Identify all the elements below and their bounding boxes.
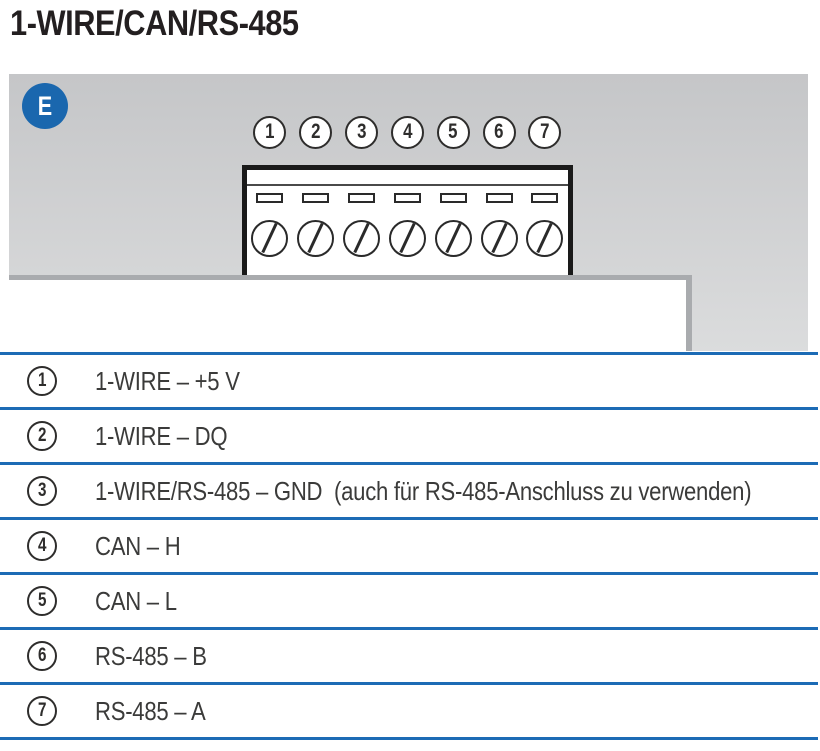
pin-number-badge: 4	[390, 115, 424, 149]
pin-number-badge: 2	[299, 115, 333, 149]
page-title: 1-WIRE/CAN/RS-485	[10, 4, 299, 43]
pin-number-badge: 7	[528, 115, 562, 149]
legend-row: 1 1-WIRE – +5 V	[0, 352, 818, 407]
screw-terminal-icon	[388, 219, 426, 257]
screw-terminal-icon	[526, 219, 564, 257]
pin-label: CAN – H	[95, 530, 181, 561]
terminal-block	[242, 165, 573, 275]
pin-number-badge: 3	[27, 476, 57, 506]
pin-label: 1-WIRE – DQ	[95, 420, 228, 451]
section-badge-label: E	[37, 90, 53, 121]
terminal-slot-icon	[531, 193, 559, 203]
legend-row: 6 RS-485 – B	[0, 627, 818, 682]
pin-number-badge: 3	[345, 115, 379, 149]
pin-label: RS-485 – A	[95, 695, 206, 726]
terminal-slot-icon	[393, 193, 421, 203]
legend-row: 2 1-WIRE – DQ	[0, 407, 818, 462]
screw-slot-slash	[445, 222, 462, 254]
terminal-slot-icon	[439, 193, 467, 203]
screw-slot-slash	[491, 222, 508, 254]
screw-slot-slash	[261, 222, 279, 254]
pin-label: 1-WIRE/RS-485 – GND (auch für RS-485-Ans…	[95, 475, 752, 506]
pin-number-badge: 4	[27, 531, 57, 561]
pin-number-badge: 5	[436, 115, 470, 149]
legend-row: 4 CAN – H	[0, 517, 818, 572]
pin-legend-table: 1 1-WIRE – +5 V 2 1-WIRE – DQ 3 1-WIRE/R…	[0, 352, 818, 740]
pin-number-badge: 2	[27, 421, 57, 451]
screw-terminal-icon	[480, 219, 518, 257]
legend-row: 3 1-WIRE/RS-485 – GND (auch für RS-485-A…	[0, 462, 818, 517]
screw-terminal-icon	[297, 219, 335, 257]
screw-terminal-icon	[251, 219, 289, 257]
pin-number-badge: 6	[27, 641, 57, 671]
pin-number-badge: 1	[253, 115, 287, 149]
pin-label: CAN – L	[95, 585, 177, 616]
pin-label: 1-WIRE – +5 V	[95, 365, 240, 396]
terminal-slot-icon	[256, 193, 284, 203]
screw-slot-slash	[399, 222, 416, 254]
pin-number-badge: 6	[482, 115, 516, 149]
legend-row: 5 CAN – L	[0, 572, 818, 627]
terminal-slot-row	[247, 193, 568, 203]
pin-number-badge: 5	[27, 586, 57, 616]
screw-slot-slash	[307, 222, 324, 254]
terminal-screw-row	[247, 219, 568, 257]
terminal-slot-icon	[302, 193, 330, 203]
screw-terminal-icon	[434, 219, 472, 257]
terminal-slot-icon	[485, 193, 513, 203]
device-housing-edge	[9, 275, 692, 351]
screw-terminal-icon	[343, 219, 381, 257]
pin-number-badge: 7	[27, 696, 57, 726]
section-badge: E	[22, 83, 68, 129]
screw-slot-slash	[536, 222, 554, 254]
screw-slot-slash	[353, 222, 370, 254]
terminal-block-top-line	[247, 184, 568, 186]
terminal-slot-icon	[348, 193, 376, 203]
pin-label: RS-485 – B	[95, 640, 207, 671]
pin-number-badge: 1	[27, 366, 57, 396]
legend-row: 7 RS-485 – A	[0, 682, 818, 737]
